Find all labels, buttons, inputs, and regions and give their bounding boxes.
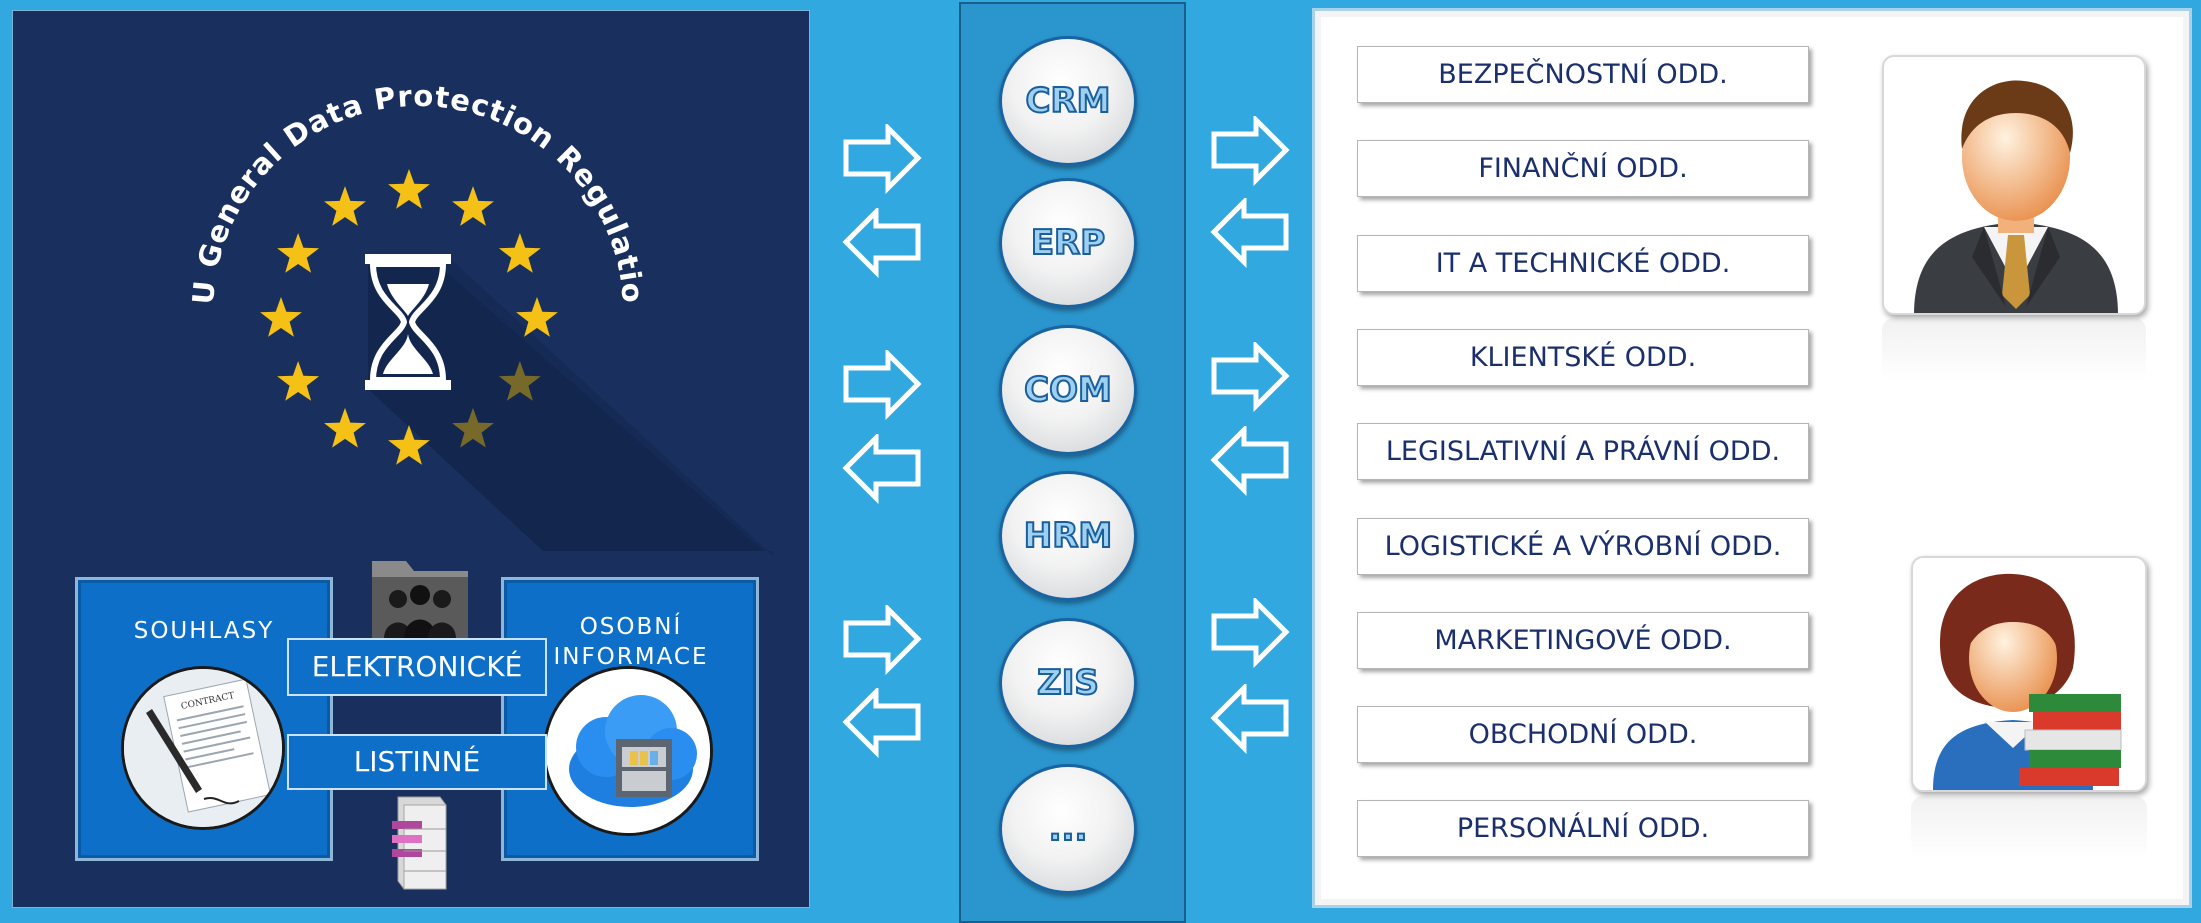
star-icon xyxy=(277,361,320,401)
star-icon xyxy=(452,186,494,226)
system-node-4: HRM xyxy=(999,471,1137,601)
system-node-6: ... xyxy=(999,764,1137,894)
file-cabinet-icon xyxy=(392,796,447,890)
arrow-right-icon xyxy=(842,347,924,424)
arrow-right-icon xyxy=(1210,339,1292,416)
consents-label: SOUHLASY xyxy=(133,618,275,644)
star-icon xyxy=(260,297,302,337)
arrow-right-icon xyxy=(842,121,924,198)
star-icon xyxy=(324,186,366,226)
department-item: LEGISLATIVNÍ A PRÁVNÍ ODD. xyxy=(1357,423,1809,480)
contract-pen-icon: CONTRACT xyxy=(121,666,285,830)
eu-star-circle xyxy=(260,169,558,465)
teacher-icon xyxy=(1933,573,2122,790)
system-label: ... xyxy=(1048,808,1089,850)
arrow-right-icon xyxy=(842,602,924,679)
gdpr-panel: EU General Data Protection Regulation SO… xyxy=(12,10,810,908)
star-icon xyxy=(498,361,541,401)
department-item: BEZPEČNOSTNÍ ODD. xyxy=(1357,46,1809,103)
long-shadow xyxy=(368,261,773,556)
system-label: ERP xyxy=(1030,222,1106,264)
gdpr-title: EU General Data Protection Regulation xyxy=(13,11,809,435)
department-item: MARKETINGOVÉ ODD. xyxy=(1357,612,1809,669)
star-icon xyxy=(452,407,494,448)
arrow-left-icon xyxy=(842,205,924,282)
department-item: PERSONÁLNÍ ODD. xyxy=(1357,800,1809,857)
arrow-left-icon xyxy=(1210,681,1292,758)
department-item: LOGISTICKÉ A VÝROBNÍ ODD. xyxy=(1357,518,1809,575)
system-node-1: CRM xyxy=(999,36,1137,166)
department-item: KLIENTSKÉ ODD. xyxy=(1357,329,1809,386)
businessman-card xyxy=(1882,55,2146,315)
hourglass-icon xyxy=(365,254,451,390)
star-icon xyxy=(498,233,541,273)
businessman-icon xyxy=(1914,80,2118,313)
star-icon xyxy=(277,233,320,273)
star-icon xyxy=(388,425,430,465)
teacher-card xyxy=(1911,556,2147,792)
arrow-right-icon xyxy=(1210,595,1292,672)
folder-people-icon xyxy=(372,561,468,639)
system-node-3: COM xyxy=(999,325,1137,455)
system-label: HRM xyxy=(1023,515,1113,557)
electronic-bar: ELEKTRONICKÉ xyxy=(287,638,547,696)
star-icon xyxy=(516,297,558,337)
department-item: OBCHODNÍ ODD. xyxy=(1357,706,1809,763)
personal-info-label: OSOBNÍ INFORMACE xyxy=(553,614,709,670)
arrow-left-icon xyxy=(842,431,924,508)
system-node-5: ZIS xyxy=(999,618,1137,748)
arrow-left-icon xyxy=(1210,195,1292,272)
star-icon xyxy=(324,407,366,448)
department-item: FINANČNÍ ODD. xyxy=(1357,140,1809,197)
system-label: ZIS xyxy=(1036,662,1100,704)
star-icon xyxy=(388,169,430,209)
arrow-left-icon xyxy=(1210,423,1292,500)
businessman-reflection xyxy=(1882,318,2146,382)
system-node-2: ERP xyxy=(999,178,1137,308)
arrow-left-icon xyxy=(842,685,924,762)
arrow-right-icon xyxy=(1210,113,1292,190)
cloud-archive-icon xyxy=(543,666,713,836)
system-label: CRM xyxy=(1025,80,1112,122)
teacher-reflection xyxy=(1911,796,2147,858)
department-item: IT A TECHNICKÉ ODD. xyxy=(1357,235,1809,292)
paper-bar: LISTINNÉ xyxy=(287,734,547,790)
system-label: COM xyxy=(1023,369,1113,411)
